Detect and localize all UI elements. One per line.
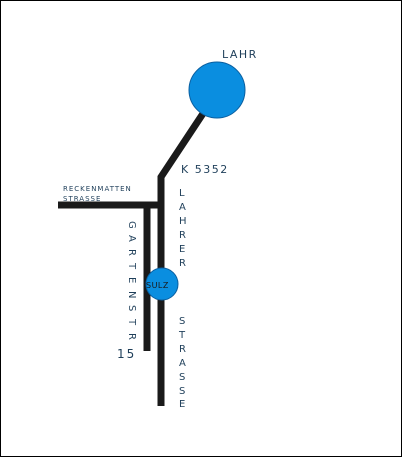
lahrer-letter: A — [179, 202, 186, 213]
town-lahr-label: LAHR — [222, 48, 258, 61]
strasse-letter: T — [178, 330, 186, 341]
lahrer-strasse-label-lower: S T R A S S E — [178, 316, 186, 410]
gartenstr-letter: A — [126, 235, 137, 242]
town-sulz-label: SULZ — [146, 281, 169, 290]
gartenstr-letter: R — [126, 249, 137, 256]
gartenstr-letter: G — [126, 221, 137, 229]
gartenstr-letter: T — [126, 318, 137, 326]
town-lahr-marker — [188, 61, 246, 119]
gartenstr-letter: T — [126, 262, 137, 270]
gartenstr-letter: S — [126, 305, 137, 311]
lahrer-letter: R — [179, 230, 186, 241]
road-k5352-diagonal — [157, 107, 209, 406]
strasse-letter: A — [179, 358, 186, 369]
gartenstrasse-label: G A R T E N S T R — [126, 221, 137, 340]
gartenstr-letter: E — [126, 277, 137, 283]
strasse-letter: E — [179, 399, 185, 410]
reckenmatten-label-line1: RECKENMATTEN — [63, 185, 132, 193]
gartenstr-letter: N — [126, 291, 137, 298]
town-sulz-marker — [145, 267, 179, 301]
lahrer-letter: L — [179, 188, 185, 199]
strasse-letter: S — [179, 372, 185, 383]
strasse-letter: S — [179, 316, 185, 327]
lahrer-letter: E — [179, 244, 185, 255]
road-k5352-label: K 5352 — [181, 163, 229, 176]
gartenstr-letter: R — [126, 333, 137, 340]
lahrer-letter: H — [179, 216, 187, 227]
gartenstrasse-house-number: 15 — [117, 347, 136, 361]
lahrer-strasse-label-upper: L A H R E R — [179, 188, 187, 269]
lahrer-letter: R — [179, 258, 186, 269]
strasse-letter: R — [179, 344, 186, 355]
reckenmatten-label-line2: STRASSE — [63, 195, 101, 203]
strasse-letter: S — [179, 386, 185, 397]
